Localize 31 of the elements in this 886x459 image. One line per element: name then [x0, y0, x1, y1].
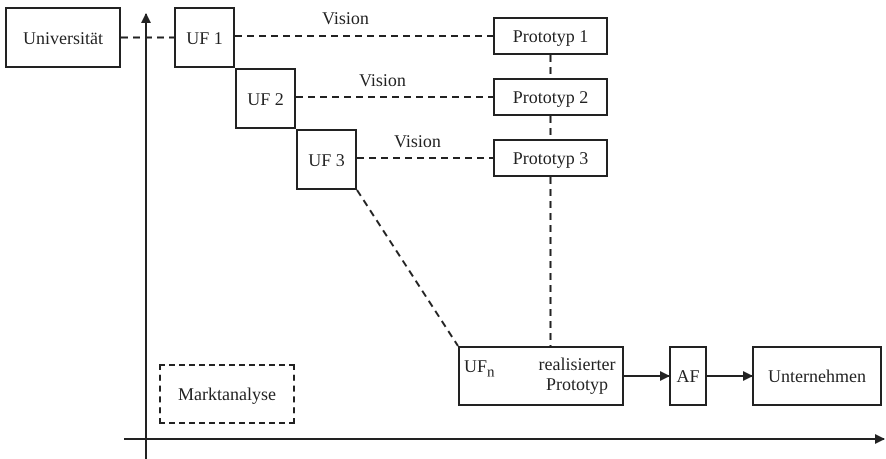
node-label: UF 2: [247, 88, 284, 108]
process-box: [5, 7, 121, 68]
process-box: [669, 346, 707, 406]
node-label: Prototyp 2: [512, 87, 588, 107]
node-label: UF$_{n}$: [464, 356, 495, 383]
dashed-line: [357, 157, 493, 159]
dashed-line: [550, 177, 552, 346]
process-box: [752, 346, 882, 406]
dashed-line: [121, 36, 174, 38]
node-label: UF 3: [308, 150, 345, 170]
process-box: [493, 17, 608, 55]
node-text: realisierter Prototyp: [538, 354, 616, 394]
process-box: [458, 346, 624, 406]
dashed-line: [356, 189, 459, 347]
node-label: AF: [676, 366, 700, 386]
node-label: Universität: [23, 28, 103, 48]
node-label: Prototyp 1: [512, 26, 588, 46]
dashed-line: [296, 96, 493, 98]
node-label: Unternehmen: [768, 366, 866, 386]
process-box: [493, 139, 608, 177]
process-box: [493, 78, 608, 116]
process-box: [235, 68, 296, 129]
node-label: Prototyp 3: [512, 148, 588, 168]
node-label: UF 1: [186, 28, 223, 48]
node-label: Marktanalyse: [178, 384, 276, 404]
process-box: [174, 7, 235, 68]
dashed-box: [159, 364, 295, 424]
process-box: [296, 129, 357, 190]
arrow: [707, 371, 753, 381]
arrow: [624, 371, 670, 381]
dashed-line: [235, 35, 493, 37]
